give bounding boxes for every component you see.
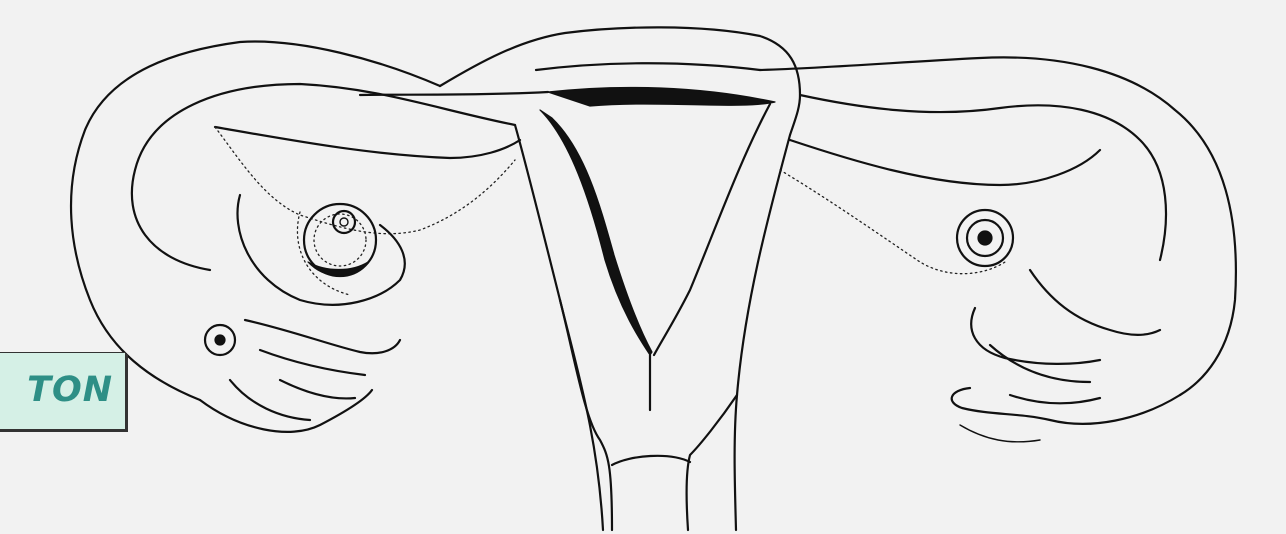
right-fimbria-1 xyxy=(971,308,1100,364)
left-fimbria-1 xyxy=(245,320,400,353)
left-fimbria-2 xyxy=(260,350,365,375)
left-fimbriae xyxy=(200,390,372,432)
label-text: TON xyxy=(27,373,113,408)
left-ligament-edge xyxy=(215,127,515,234)
right-ligament xyxy=(790,140,1100,185)
cervix-outline xyxy=(560,300,612,530)
right-fimbria-5 xyxy=(960,425,1040,442)
uterine-cavity xyxy=(548,87,775,106)
oocyte-right xyxy=(978,231,992,245)
oocyte-nucleus xyxy=(340,218,348,226)
fimbriae-icon xyxy=(952,388,1180,424)
fundus-line xyxy=(536,63,760,70)
corpus-luteum-inner xyxy=(215,335,225,345)
cervix-os xyxy=(612,456,690,465)
left-fimbria-4 xyxy=(230,380,310,420)
left-tube-lumen xyxy=(360,92,548,95)
follicle-antrum xyxy=(308,262,368,276)
cavity-right-wall xyxy=(654,104,770,355)
left-tube-inner xyxy=(132,84,515,270)
cervix-outline-right xyxy=(687,395,737,530)
right-fimbria-4 xyxy=(1030,270,1160,335)
label-box: TON xyxy=(0,352,126,430)
left-ligament xyxy=(215,127,520,158)
cavity-left-wall xyxy=(540,110,652,355)
left-ovary xyxy=(238,195,405,305)
right-ligament-edge xyxy=(780,170,1005,274)
right-fimbria-3 xyxy=(1010,395,1100,403)
left-ovary-edge xyxy=(297,212,350,295)
left-fimbria-3 xyxy=(280,380,355,398)
